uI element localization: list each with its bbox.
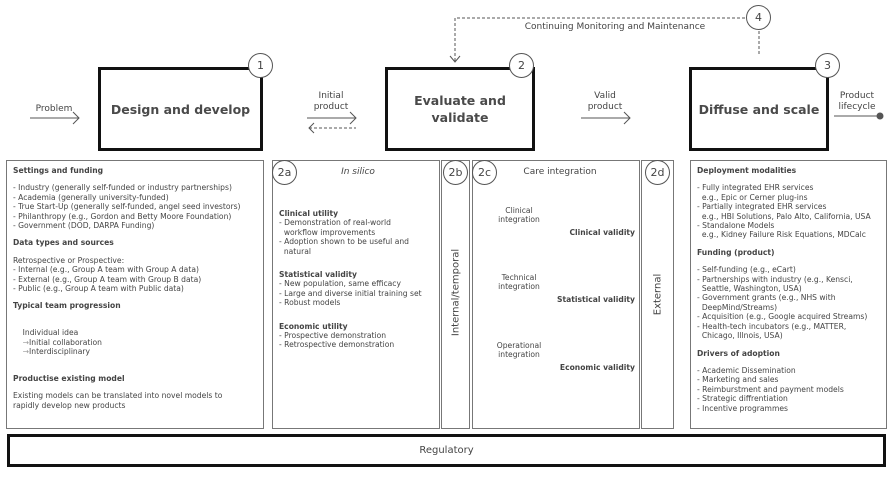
productise-text: Existing models can be translated into n… (13, 391, 223, 410)
statistical-validity-heading: Statistical validity (279, 270, 357, 280)
stage-title: Diffuse and scale (698, 101, 820, 117)
list-item: - Prospective demonstration (279, 331, 387, 341)
list-item: - Philanthropy (e.g., Gordon and Betty M… (13, 211, 232, 221)
list-item: - Government (DOD, DARPA Funding) (13, 221, 155, 231)
integration-label: Clinical integration (498, 206, 540, 225)
regulatory-bar: Regulatory (7, 434, 886, 467)
deployment-heading: Deployment modalities (697, 166, 797, 175)
problem-label: Problem (35, 104, 73, 114)
stage-title: Evaluate and validate (414, 93, 506, 125)
panel-title: In silico (341, 167, 375, 177)
panel-badge: 2b (443, 160, 468, 185)
panel-badge: 2d (645, 160, 670, 185)
list-item: - Reimburstment and payment models (697, 384, 844, 394)
funding-heading: Funding (product) (697, 247, 775, 257)
external-panel: 2d External (641, 160, 674, 429)
monitoring-label: Continuing Monitoring and Maintenance (524, 22, 706, 32)
panel-title: Care integration (523, 167, 597, 177)
diffuse-scale-panel: Deployment modalities - Fully integrated… (690, 160, 887, 429)
team-progression: Individual idea →Initial collaboration →… (13, 319, 257, 366)
valid-product-label: Valid product (587, 91, 623, 112)
validity-label: Clinical validity (569, 228, 635, 237)
list-item: - Marketing and sales (697, 375, 779, 385)
list-item: - Standalone Models e.g., Kidney Failure… (697, 221, 866, 240)
validity-label: Statistical validity (557, 295, 635, 304)
list-item: - Health-tech incubators (e.g., MATTER, … (697, 321, 847, 341)
team-heading: Typical team progression (13, 301, 121, 311)
list-item: - Fully integrated EHR services e.g., Ep… (697, 183, 814, 202)
team-step: Interdisciplinary (29, 347, 91, 357)
list-item: - Academic Dissemination (697, 365, 796, 375)
panel-badge: 2c (472, 160, 497, 185)
lifecycle-end-dot (876, 112, 884, 120)
arrow-right-icon: → (22, 347, 30, 357)
design-develop-panel: Settings and funding - Industry (general… (6, 160, 264, 429)
productise-heading: Productise existing model (13, 373, 125, 383)
problem-arrowhead (72, 111, 80, 125)
list-item: - Robust models (279, 298, 341, 308)
data-types-heading: Data types and sources (13, 238, 114, 248)
list-item: - Partnerships with industry (e.g., Kens… (697, 274, 853, 294)
list-item: - Academia (generally university-funded) (13, 192, 169, 202)
stage-number-badge: 3 (815, 53, 840, 78)
list-item: - Self-funding (e.g., eCart) (697, 265, 796, 275)
settings-heading: Settings and funding (13, 166, 104, 175)
team-step: Initial collaboration (29, 337, 102, 347)
stage-design-develop: Design and develop (98, 67, 263, 151)
panel-badge: 2a (272, 160, 297, 185)
drivers-heading: Drivers of adoption (697, 348, 780, 358)
clinical-utility-heading: Clinical utility (279, 209, 339, 218)
product-lifecycle-label: Product lifecycle (838, 91, 876, 112)
stage-number-badge: 4 (746, 5, 771, 30)
list-item: - Adoption shown to be useful and natura… (279, 237, 409, 256)
internal-temporal-panel: 2b Internal/temporal (441, 160, 470, 429)
integration-label: Operational integration (496, 341, 542, 360)
stage-number-badge: 1 (248, 53, 273, 78)
list-item: - Large and diverse initial training set (279, 288, 422, 298)
arrow-right-icon: → (22, 337, 30, 347)
care-integration-panel: 2c Care integration Clinical integration… (472, 160, 640, 429)
panel-vertical-label: External (652, 273, 664, 316)
list-item: - Public (e.g., Group A team with Public… (13, 284, 184, 294)
list-item: - True Start-Up (generally self-funded, … (13, 202, 241, 212)
panel-vertical-label: Internal/temporal (450, 248, 462, 337)
list-item: - Retrospective demonstration (279, 340, 395, 350)
regulatory-label: Regulatory (419, 445, 474, 456)
initial-product-label: Initial product (313, 91, 349, 112)
list-item: - Incentive programmes (697, 403, 788, 413)
monitoring-loop (454, 17, 745, 62)
stage-evaluate-validate: Evaluate and validate (385, 67, 535, 151)
list-item: - Strategic diffrentiation (697, 394, 788, 404)
list-item: - External (e.g., Group A team with Grou… (13, 274, 202, 284)
stage-title: Design and develop (110, 101, 251, 117)
list-item: - Acquisition (e.g., Google acquired Str… (697, 312, 868, 322)
list-item: - Government grants (e.g., NHS with Deep… (697, 293, 836, 312)
validity-label: Economic validity (559, 363, 635, 372)
economic-utility-heading: Economic utility (279, 321, 348, 331)
stage-diffuse-scale: Diffuse and scale (689, 67, 829, 151)
team-step: Individual idea (22, 328, 79, 338)
list-item: - Demonstration of real-world workflow i… (279, 218, 391, 237)
list-item: - New population, same efficacy (279, 279, 401, 289)
data-intro: Retrospective or Prospective: (13, 255, 125, 265)
stage-number-badge: 2 (509, 53, 534, 78)
list-item: - Partially integrated EHR services e.g.… (697, 202, 871, 221)
in-silico-panel: 2a In silico Clinical utility - Demonstr… (272, 160, 440, 429)
list-item: - Industry (generally self-funded or ind… (13, 183, 232, 193)
integration-label: Technical integration (498, 273, 540, 292)
list-item: - Internal (e.g., Group A team with Grou… (13, 265, 199, 275)
